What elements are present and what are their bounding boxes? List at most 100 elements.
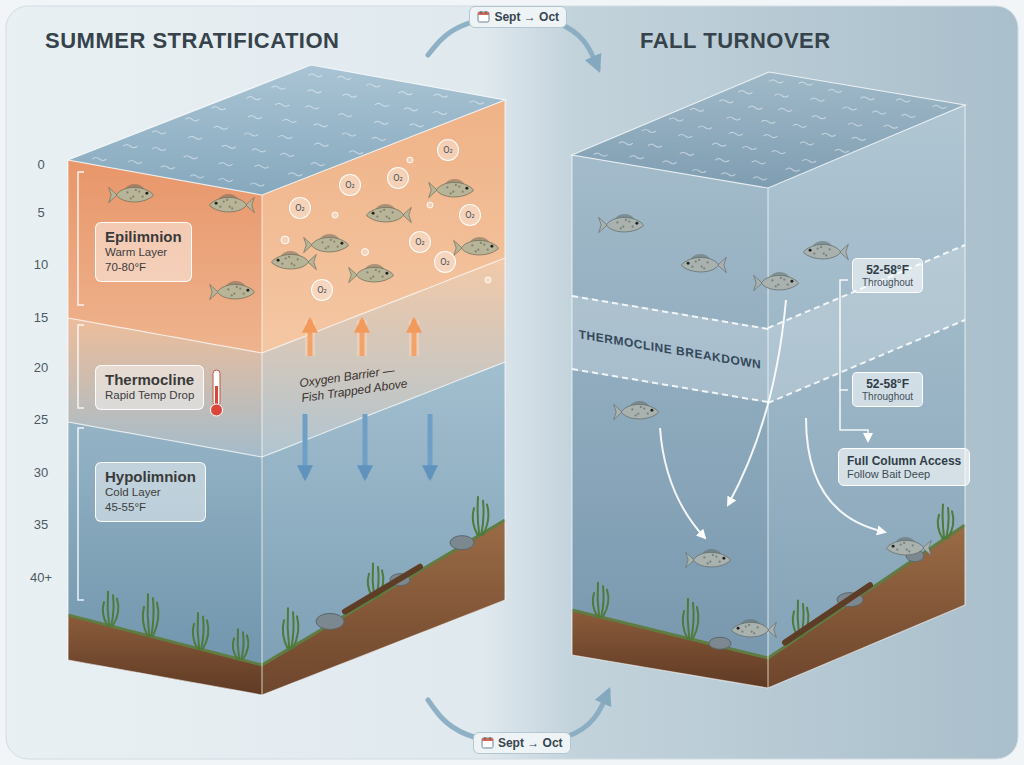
crappie-fish [693,552,730,567]
date-badge: Sept → Oct [473,732,571,754]
surface-waves [314,124,328,127]
oxygen-label: O₂ [345,181,355,190]
crappie-fish [138,190,140,192]
crappie-fish [687,262,690,265]
surface-waves [669,118,683,121]
surface-waves [247,97,261,100]
crappie-fish [906,549,908,551]
oxygen-flow-arrow [428,414,433,478]
calendar-icon [478,12,489,15]
surface-waves [690,108,704,111]
temperature-value: 52-58°F [862,377,913,391]
panel-heading: FALL TURNOVER [640,28,1024,54]
water-plant [241,632,243,659]
crappie-fish [757,626,759,628]
crappie-fish [787,284,789,286]
crappie-fish [383,209,385,211]
surface-waves [305,106,319,109]
crappie-fish [622,226,624,228]
surface-waves [308,74,322,77]
crappie-fish [378,270,380,272]
crappie-fish [732,619,777,638]
crappie-fish [210,197,247,212]
oxygen-bubble-small [281,157,491,283]
fish-movement-arrow [660,428,705,538]
callout-note: Oxygen Barrier — Fish Trapped Above [298,360,419,406]
sunken-log [345,567,420,612]
water-plant [288,608,290,648]
crappie-fish [637,413,639,415]
crappie-fish [462,191,464,193]
surface-waves [848,123,862,126]
water-layer [768,105,965,688]
crappie-fish [142,196,144,198]
depth-number: 15 [26,310,56,325]
surface-waves [719,100,733,103]
surface-waves [822,133,836,136]
crappie-fish [892,545,895,548]
surface-waves [248,116,262,119]
water-plant [593,583,609,617]
calendar-icon [489,737,490,740]
surface-waves [128,161,142,164]
cube-edge [964,105,965,605]
crappie-fish [823,253,825,255]
lake-bed-soil [572,610,768,688]
surface-waves [280,153,294,156]
crappie-fish [804,241,849,260]
crappie-fish [243,293,245,295]
crappie-fish [820,246,822,248]
crappie-fish [231,207,233,209]
crappie-fish [231,294,233,296]
surface-waves [802,160,816,163]
calendar-icon [484,737,485,740]
crappie-fish [616,221,618,223]
water-plant [598,583,600,617]
oxygen-flow-arrow [409,320,419,356]
lake-bed-soil [768,525,965,688]
crappie-fish [650,409,653,412]
lake-bed-soil [68,615,262,695]
lake-bed-rock [450,536,474,550]
surface-waves [771,151,785,154]
oxygen-label: O₂ [317,286,327,295]
surface-waves [255,165,269,168]
surface-waves [190,175,204,178]
water-plant [938,505,954,539]
water-plant [693,607,699,639]
layer-boundary [68,258,505,353]
crappie-fish [356,267,393,282]
crappie-fish [227,288,229,290]
crappie-fish [707,261,709,263]
crappie-fish [465,187,468,190]
crappie-fish [277,259,280,262]
crappie-fish [748,624,750,626]
surface-waves [763,135,777,138]
crappie-fish [349,264,394,283]
crappie-fish [288,256,290,258]
oxygen-bubble: O₂ [434,251,456,273]
surface-waves [92,158,106,161]
depth-number: 25 [26,412,56,427]
crappie-fish [392,211,394,213]
crappie-fish [325,247,327,249]
surface-waves [761,120,775,123]
water-plant [683,599,699,639]
breakdown-band-edge [768,245,965,328]
water-plant [283,608,299,648]
crappie-fish [382,276,384,278]
layer-boundary [68,362,505,457]
depth-number: 40+ [26,570,56,585]
oxygen-bubble: O₂ [459,204,481,226]
crappie-fish [145,192,148,195]
surface-waves [800,142,814,145]
crappie-fish [297,258,299,260]
surface-waves [374,121,388,124]
crappie-fish [340,242,343,245]
oxygen-bubble: O₂ [409,231,431,253]
crappie-fish [625,219,627,221]
water-plant [478,497,480,535]
oxygen-flow-arrow [360,320,365,356]
crappie-fish [732,622,769,637]
crappie-fish [628,220,630,222]
